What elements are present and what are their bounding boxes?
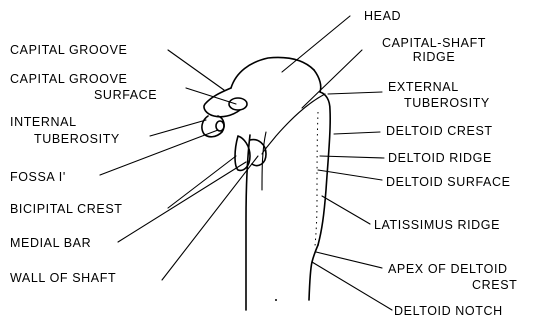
head-outline (314, 70, 321, 92)
label-bicipital-crest: BICIPITAL CREST (10, 202, 123, 216)
label-capital-groove-surface-2: SURFACE (94, 88, 157, 102)
leader-latissimus-ridge (322, 196, 370, 224)
leader-internal-tuberosity (150, 120, 206, 136)
label-capital-groove: CAPITAL GROOVE (10, 43, 127, 57)
capital-groove-surface-oval (229, 98, 247, 110)
label-medial-bar: MEDIAL BAR (10, 236, 91, 250)
label-apex-deltoid-crest-2: CREST (472, 278, 517, 292)
leader-capital-groove-surface (186, 88, 236, 104)
leader-wall-of-shaft (162, 156, 258, 280)
label-capital-shaft-ridge-1: CAPITAL-SHAFT (364, 36, 504, 50)
leader-deltoid-ridge (320, 156, 384, 158)
leader-apex-deltoid-crest (316, 252, 382, 268)
external-tuberosity-outline (318, 92, 330, 245)
label-latissimus-ridge: LATISSIMUS RIDGE (374, 218, 500, 232)
label-wall-of-shaft: WALL OF SHAFT (10, 271, 116, 285)
leader-capital-groove (168, 50, 224, 90)
label-internal-tuberosity-1: INTERNAL (10, 115, 77, 129)
internal-tuberosity-shape (202, 116, 224, 137)
leader-external-tuberosity (328, 92, 382, 94)
label-fossa: FOSSA I' (10, 170, 66, 184)
label-deltoid-ridge: DELTOID RIDGE (388, 151, 492, 165)
capital-shaft-ridge-line (262, 94, 325, 154)
label-head: HEAD (364, 9, 401, 23)
deltoid-crest-outline (309, 245, 318, 300)
fossa-oval (216, 121, 224, 131)
label-deltoid-notch: DELTOID NOTCH (394, 304, 503, 318)
label-capital-shaft-ridge-2: RIDGE (364, 50, 504, 64)
bone-outline-left (231, 58, 314, 89)
leader-capital-shaft-ridge (302, 50, 362, 108)
label-deltoid-surface: DELTOID SURFACE (386, 175, 511, 189)
label-external-tuberosity-1: EXTERNAL (388, 80, 459, 94)
label-external-tuberosity-2: TUBEROSITY (404, 96, 490, 110)
label-capital-groove-surface-1: CAPITAL GROOVE (10, 72, 127, 86)
leader-deltoid-crest (334, 132, 380, 134)
label-apex-deltoid-crest-1: APEX OF DELTOID (388, 262, 508, 276)
deltoid-ridge-dotted (315, 112, 318, 246)
label-internal-tuberosity-2: TUBEROSITY (34, 132, 120, 146)
leader-deltoid-notch (312, 262, 392, 310)
leader-medial-bar (118, 162, 246, 242)
leader-head (282, 16, 350, 72)
capital-groove-shape (204, 88, 240, 117)
leader-bicipital-crest (168, 156, 236, 208)
label-deltoid-crest: DELTOID CREST (386, 124, 493, 138)
small-dot (275, 299, 277, 301)
